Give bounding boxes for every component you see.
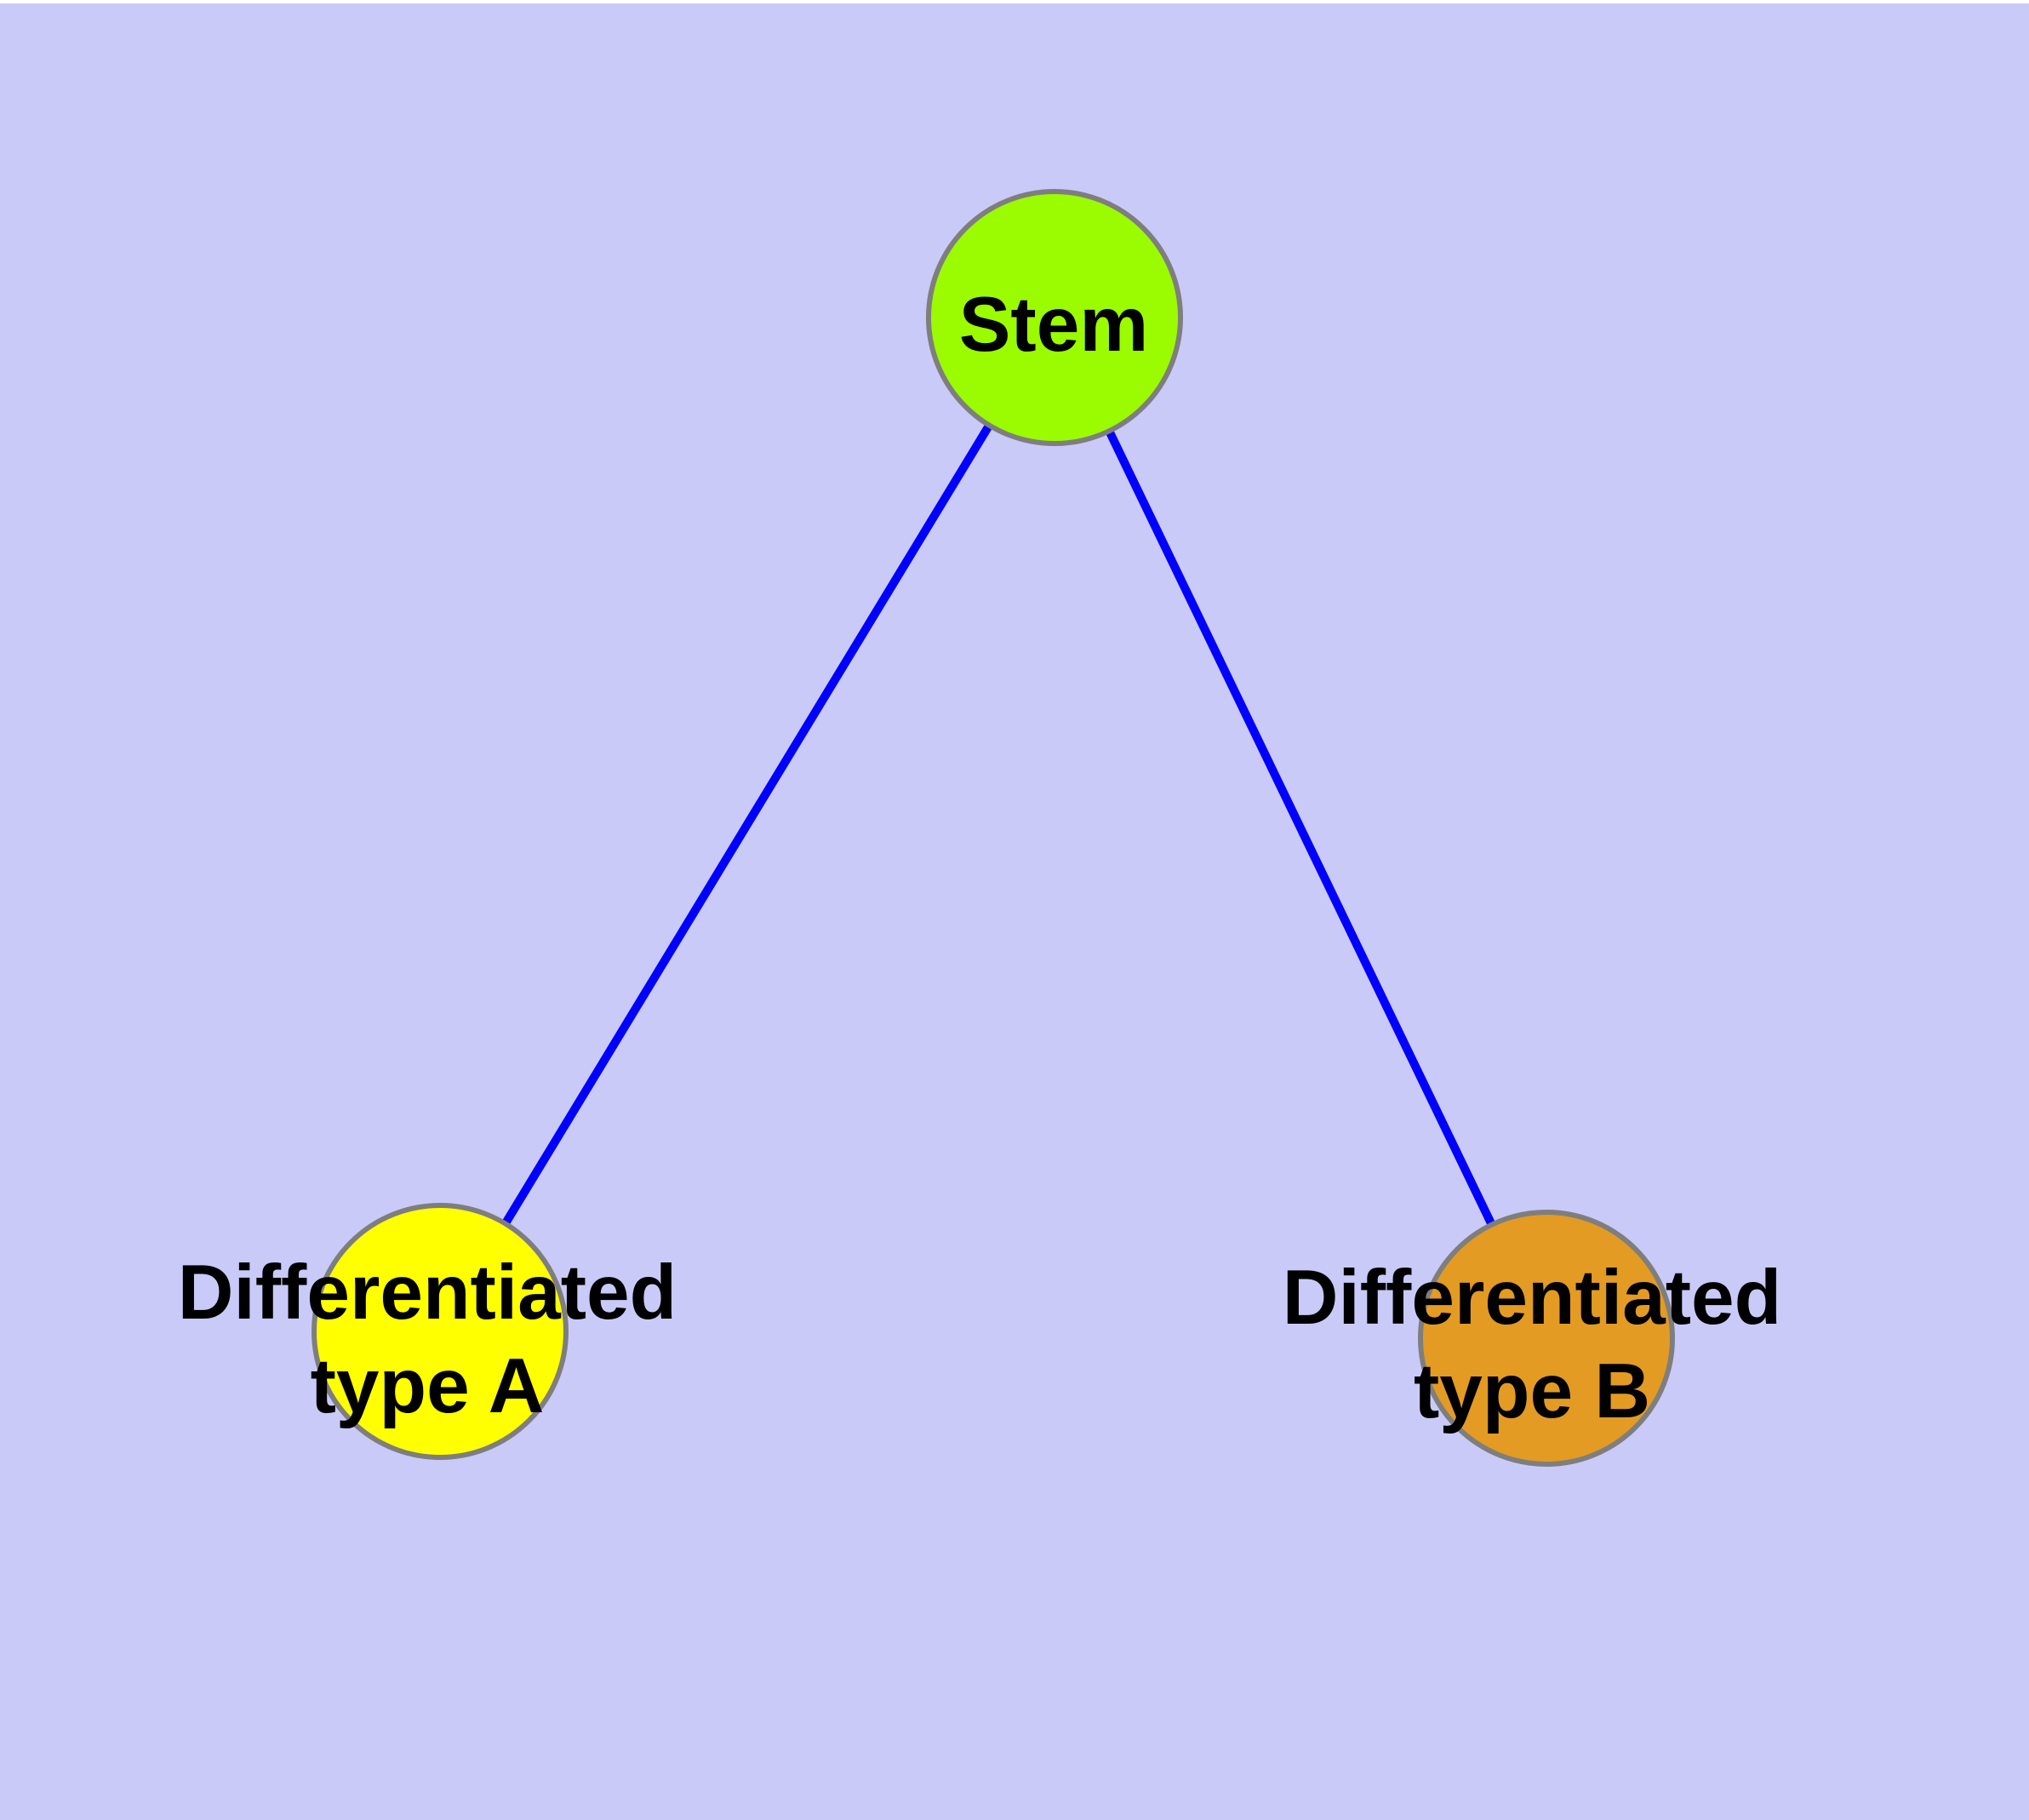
node-label-type-a-line2: type A	[311, 1343, 545, 1429]
edge-stem-to-type-b	[1050, 315, 1551, 1341]
node-label-type-b-line2: type B	[1414, 1348, 1650, 1434]
node-differentiated-type-a	[311, 1203, 569, 1460]
node-label-type-a-line1: Differentiated	[178, 1250, 677, 1336]
node-differentiated-type-b	[1418, 1210, 1675, 1467]
edge-stem-to-type-a	[436, 315, 1059, 1334]
node-label-type-b-line1: Differentiated	[1283, 1255, 1782, 1341]
node-label-stem: Stem	[959, 282, 1149, 368]
node-stem	[926, 189, 1183, 446]
